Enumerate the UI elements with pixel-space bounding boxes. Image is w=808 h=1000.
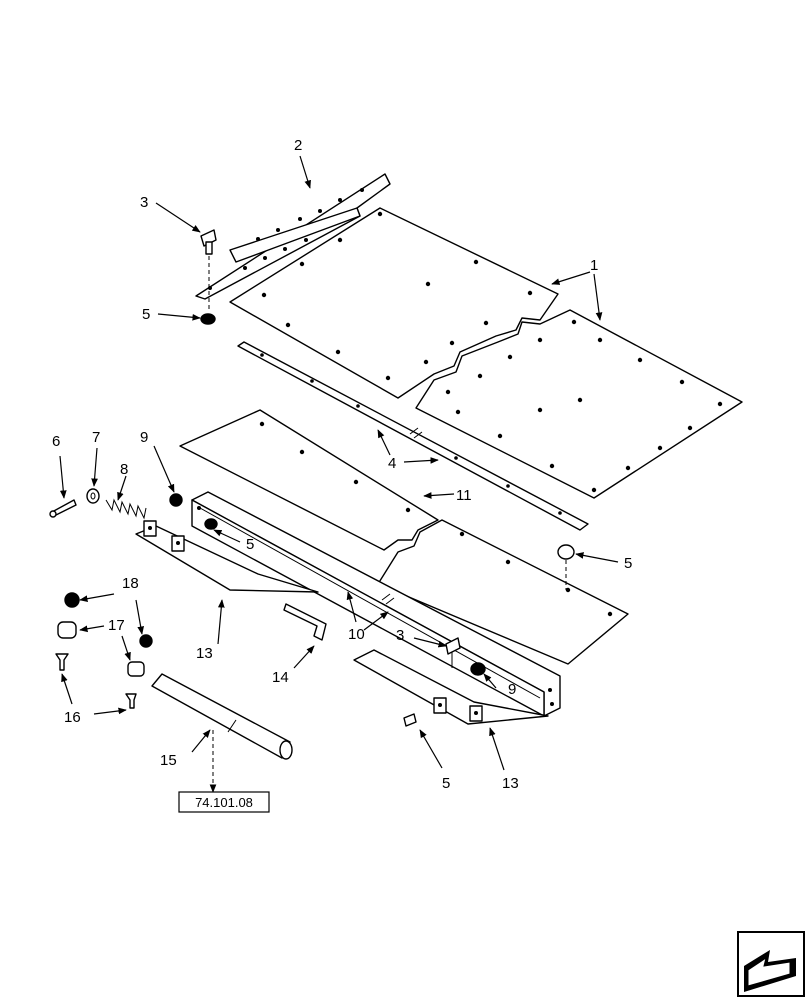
callout-5-top: 5: [142, 306, 150, 323]
part-11-panel-right: [377, 519, 629, 665]
callout-5-mid-left: 5: [246, 536, 254, 553]
callout-6: 6: [52, 433, 60, 450]
part-14-rod: [283, 603, 327, 641]
callout-3-top: 3: [140, 194, 148, 211]
part-5-nut-top: [200, 313, 216, 325]
callout-1: 1: [590, 257, 598, 274]
callout-16: 16: [64, 709, 81, 726]
callout-10: 10: [348, 626, 365, 643]
callout-5-mid-right: 5: [624, 555, 632, 572]
callout-5-lower: 5: [442, 775, 450, 792]
callout-8: 8: [120, 461, 128, 478]
callout-18: 18: [122, 575, 139, 592]
part-5-nut-mid-right: [557, 544, 575, 590]
part-11-panel-left: [179, 409, 439, 551]
callout-17: 17: [108, 617, 125, 634]
part-5-nut-lower: [403, 713, 417, 727]
callout-labels: 2 3 1 5 4 6 7 8 9 11 5 5 10 13 14 3 9 5 …: [52, 137, 632, 792]
leader-lines: [59, 155, 619, 793]
callout-7: 7: [92, 429, 100, 446]
callout-4: 4: [388, 455, 396, 472]
part-17-clamp-lower: [127, 661, 145, 677]
part-16-screw-lower: [125, 693, 137, 709]
part-4-strip: [237, 341, 589, 531]
part-8-spring: [105, 498, 147, 520]
part-16-screw-upper: [55, 653, 69, 671]
callout-2: 2: [294, 137, 302, 154]
part-5-nut-mid-left: [204, 518, 218, 530]
reference-box-label[interactable]: 74.101.08: [195, 795, 253, 810]
part-2-angle-strip: [195, 173, 391, 300]
callout-14: 14: [272, 669, 289, 686]
part-18-cap-lower: [139, 634, 153, 648]
callout-9-left: 9: [140, 429, 148, 446]
callout-13-right: 13: [502, 775, 519, 792]
callout-11: 11: [456, 487, 472, 504]
callout-9-right: 9: [508, 681, 516, 698]
part-17-clamp-upper: [57, 621, 77, 639]
part-13-plate-right: [353, 649, 549, 725]
callout-15: 15: [160, 752, 177, 769]
next-page-arrow-icon[interactable]: [737, 931, 805, 997]
part-6-cotter-pin: [49, 499, 77, 518]
part-3-bolt-lower: [445, 637, 461, 668]
callout-13-left: 13: [196, 645, 213, 662]
part-9-bolt-left: [169, 493, 183, 507]
callout-3-lower: 3: [396, 627, 404, 644]
part-15-handle-tube: [151, 673, 293, 790]
reference-box[interactable]: 74.101.08: [178, 791, 270, 813]
part-3-bolt-top: [200, 229, 217, 310]
part-7-washer: [86, 488, 100, 504]
part-18-cap-upper: [64, 592, 80, 608]
part-13-plate-left: [135, 520, 319, 593]
part-9-bolt-right: [470, 662, 486, 676]
part-1-floor-panel-right: [415, 309, 743, 499]
